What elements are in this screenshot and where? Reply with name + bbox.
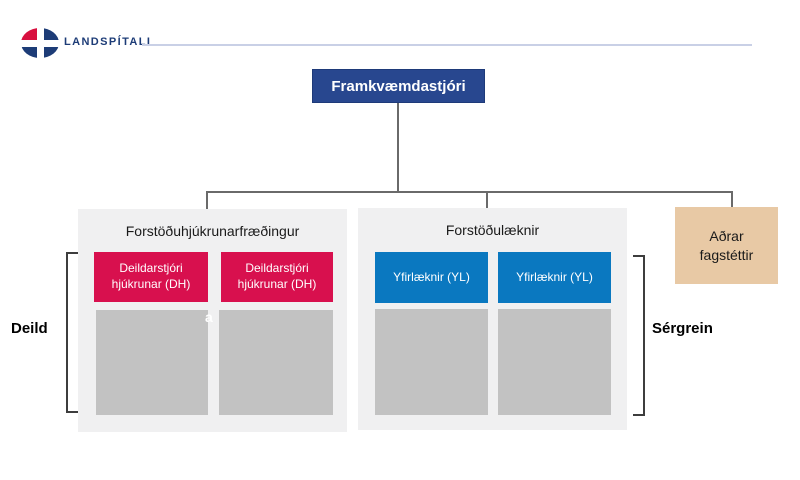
node-label: Aðrar fagstéttir [699, 227, 754, 263]
logo-cross-icon [19, 39, 61, 47]
connector-horizontal [206, 191, 733, 193]
stray-character: a [205, 309, 213, 325]
node-label: Deildarstjóri hjúkrunar (DH) [237, 261, 317, 291]
bracket-sergrein [633, 255, 645, 416]
placeholder-block [375, 309, 488, 415]
placeholder-block [219, 310, 333, 415]
brand-name: LANDSPÍTALI [64, 36, 152, 48]
node-yfirlaeknir-2: Yfirlæknir (YL) [498, 252, 611, 303]
node-label: Yfirlæknir (YL) [516, 269, 593, 284]
panel-nursing: Forstöðuhjúkrunarfræðingur Deildarstjóri… [78, 209, 347, 432]
label-deild: Deild [11, 320, 48, 337]
bracket-deild [66, 252, 78, 413]
logo-ellipse [21, 28, 59, 58]
node-label: Framkvæmdastjóri [331, 77, 466, 95]
connector-drop-right [731, 191, 733, 208]
connector-drop-middle [486, 191, 488, 209]
placeholder-block [498, 309, 611, 415]
node-deildarstjori-2: Deildarstjóri hjúkrunar (DH) [221, 252, 333, 302]
panel-nursing-title: Forstöðuhjúkrunarfræðingur [125, 223, 300, 239]
node-framkvaemdastjori: Framkvæmdastjóri [312, 69, 485, 103]
node-label: Yfirlæknir (YL) [393, 269, 470, 284]
panel-medical: Forstöðulæknir Yfirlæknir (YL) Yfirlækni… [358, 208, 627, 430]
node-yfirlaeknir-1: Yfirlæknir (YL) [375, 252, 488, 303]
landspitali-logo-icon [19, 26, 61, 60]
connector-drop-left [206, 191, 208, 209]
node-deildarstjori-1: Deildarstjóri hjúkrunar (DH) [94, 252, 208, 302]
node-adrar-fagstettir: Aðrar fagstéttir [675, 207, 778, 284]
connector-root-vertical [397, 103, 399, 191]
header-divider [142, 44, 752, 46]
panel-medical-title: Forstöðulæknir [445, 222, 540, 238]
node-label: Deildarstjóri hjúkrunar (DH) [111, 261, 191, 291]
placeholder-block [96, 310, 208, 415]
label-sergrein: Sérgrein [652, 320, 713, 337]
